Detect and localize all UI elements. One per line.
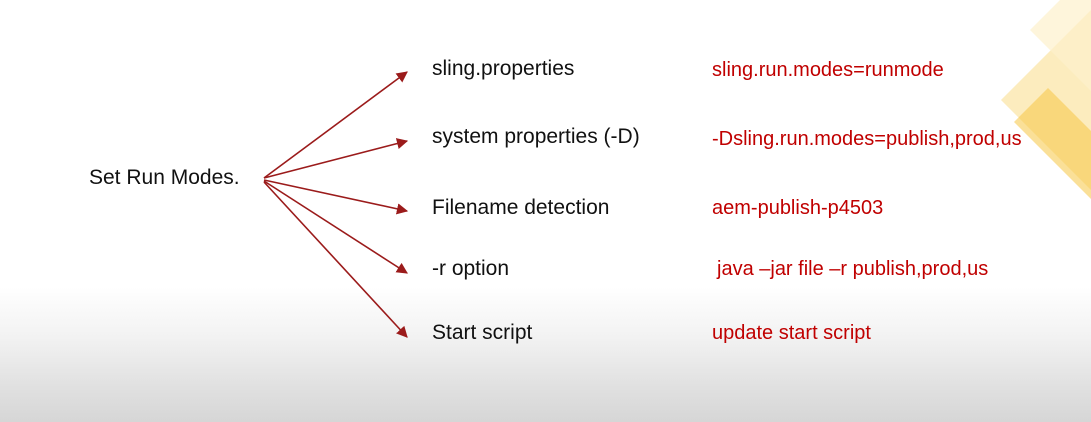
method-label-filename-detection: Filename detection (432, 196, 610, 219)
example-sling-properties: sling.run.modes=runmode (712, 59, 944, 81)
arrow-to-system-properties (263, 138, 409, 179)
method-label-start-script: Start script (432, 321, 533, 344)
example-system-properties: -Dsling.run.modes=publish,prod,us (712, 128, 1022, 150)
method-label-system-properties: system properties (-D) (432, 125, 640, 148)
example-start-script: update start script (712, 322, 871, 344)
example-filename-detection: aem-publish-p4503 (712, 197, 884, 219)
arrow-to-r-option (263, 180, 408, 274)
arrow-to-start-script (263, 181, 408, 338)
method-label-r-option: -r option (432, 257, 510, 280)
arrow-to-filename-detection (263, 179, 409, 215)
source-label: Set Run Modes. (89, 166, 240, 189)
example-r-option: java –jar file –r publish,prod,us (717, 258, 989, 280)
arrow-to-sling-properties (263, 71, 408, 179)
method-label-sling-properties: sling.properties (432, 57, 575, 80)
